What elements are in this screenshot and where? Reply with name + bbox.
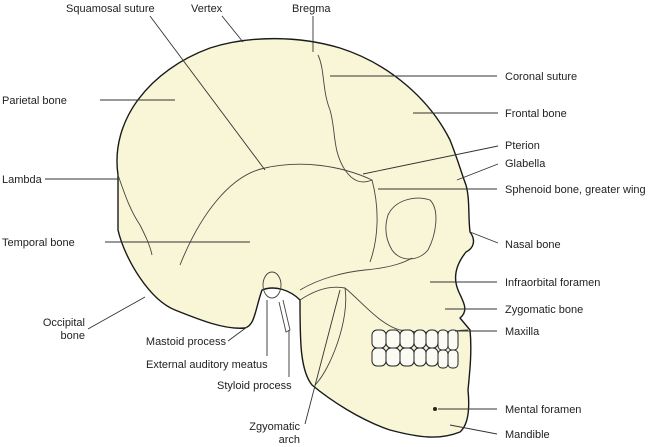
label-styloid-process: Styloid process (217, 380, 292, 392)
label-vertex: Vertex (191, 3, 223, 15)
label-occipital-line2: bone (61, 330, 85, 342)
label-temporal-bone: Temporal bone (2, 237, 75, 249)
label-squamosal-suture: Squamosal suture (66, 3, 155, 15)
orbit (385, 197, 437, 260)
label-mastoid-process: Mastoid process (146, 336, 227, 348)
label-frontal-bone: Frontal bone (505, 108, 567, 120)
label-sphenoid: Sphenoid bone, greater wing (505, 184, 646, 196)
label-zygomatic-bone: Zygomatic bone (505, 304, 583, 316)
squamosal-suture-line (179, 163, 378, 266)
label-mental-foramen: Mental foramen (505, 404, 581, 416)
label-lambda: Lambda (2, 174, 43, 186)
label-parietal-bone: Parietal bone (2, 95, 67, 107)
label-external-auditory-meatus: External auditory meatus (146, 359, 268, 371)
zygomatic-arch-shape (299, 257, 413, 291)
mental-foramen-dot (433, 407, 437, 411)
coronal-suture-line (317, 54, 373, 183)
label-bregma: Bregma (292, 3, 331, 15)
label-pterion: Pterion (505, 140, 540, 152)
label-occipital-line1: Occipital (43, 317, 85, 329)
label-coronal-suture: Coronal suture (505, 71, 577, 83)
label-glabella: Glabella (505, 158, 546, 170)
styloid-shape (278, 299, 291, 333)
label-mandible: Mandible (505, 429, 550, 441)
label-zygomatic-arch-line2: arch (279, 434, 300, 446)
label-zygomatic-arch-line1: Zgyomatic (249, 421, 300, 433)
lambdoid-suture-line (117, 174, 153, 256)
teeth (371, 329, 459, 369)
leader-lines (45, 15, 499, 435)
label-maxilla: Maxilla (505, 326, 540, 338)
label-nasal-bone: Nasal bone (505, 239, 561, 251)
cranium (116, 37, 475, 438)
label-infraorbital-foramen: Infraorbital foramen (505, 277, 600, 289)
ear-canal (262, 271, 282, 299)
